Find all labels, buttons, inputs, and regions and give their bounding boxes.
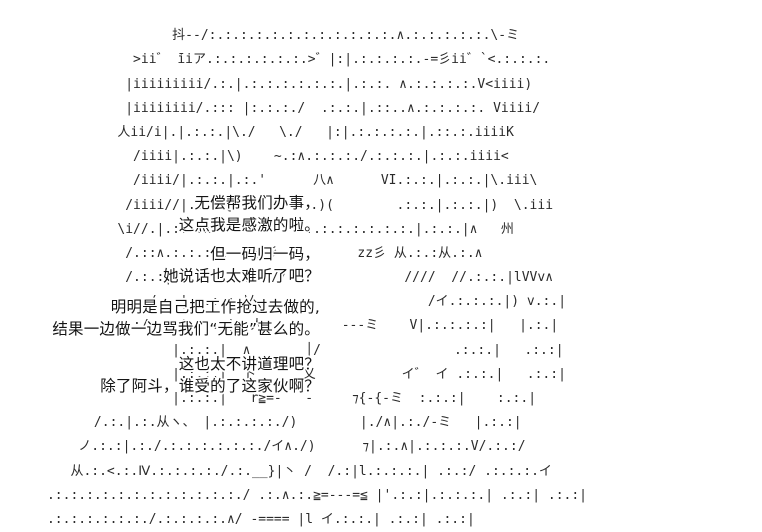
ascii-art-line: /.:.|.:.从ヽ、 |.:.:.:.:./) |./∧|.:./-ミ |.:… [0,415,585,431]
ascii-art-line: >ii゛ ̄iiア.:.:.:.:.:.:.>゛|:|.:.:.:.:.-=彡i… [0,52,629,68]
ascii-art-line: |.:.:.| r≧=- - ⁊{-{-ミ :.:.:| :.:.| [0,391,576,406]
ascii-art-line: .::./ |.:.:.:.乂 /イ.:.:.:.|) v.:.| [0,294,621,310]
ascii-art-line: |iiiiiiiii/.:.|.:.:.:.:.:.:.|.:.:. ∧.:.:… [0,76,619,92]
ascii-art-line: 人ii/i|.|.:.:.|\./ \./ |:|.:.:.:.:.|.::.:… [0,124,600,140]
ascii-art-line: |.:.:.| 卜 乂 イ゛ イ .:.:.| .:.:| [0,366,598,382]
ascii-art-line: ノ.:.:|.:./.:.:.:.:.:.:./イ∧./) ⁊|.:.∧|.:.… [0,439,589,455]
ascii-art-line: .:.:.:.:.:.:.:.:.:.:.:.:./ .:.∧.:.≧=---=… [0,487,619,503]
ascii-art-line: /.:.:|.∧.:.:.:.小 // //// //.:.:.|lVVv∧ [0,270,616,286]
ascii-art-line: .::/ |.:.:.| 人 ---ミ V|.:.:.:.:| |.:.| [0,318,606,334]
ascii-art-line: |.:.:.| ∧ │/ .:.:.| .:.:| [0,342,603,358]
ascii-art-line: |iiiiiiii/.::: |:.:.:./ .:.:.|.::..∧.:.:… [0,100,619,116]
ascii-art-line: 从.:.<.:.Ⅳ.:.:.:.:./.:.__}|丶 / /.:|l.:.:.… [0,463,607,479]
ascii-art-line: \i//.|.:.:.∧ .:.:.:.:.:.:.:.|.:.:.|∧ 州 [0,221,593,237]
ascii-art-line: /iiii|.:.:.|\) ~.:∧.:.:.:./.:.:.:.|.:.:.… [0,149,603,165]
ascii-art-line: /iiii/|.:.:.|.:.' 八∧ VI.:.:.|.:.:.|\.iii… [0,173,600,189]
ascii-art-line: /.::∧.:.:.:.∧ ≧=彡 zz彡 从.:.:从.:.∧ [0,245,585,261]
ascii-art-line: .:.:.:.:.:.:./.:.:.:.:.∧/ -==== |l イ.:.:… [0,511,554,527]
ascii-art-line: 抖--/:.:.:.:.:.:.:.:.:.:.:.:.∧.:.:.:.:.:.… [0,28,613,44]
ascii-art-line: /iiii//|.:.八{ .)( .:.:.|.:.:.|) \.iii [0,197,600,213]
ascii-art-line [0,0,762,24]
